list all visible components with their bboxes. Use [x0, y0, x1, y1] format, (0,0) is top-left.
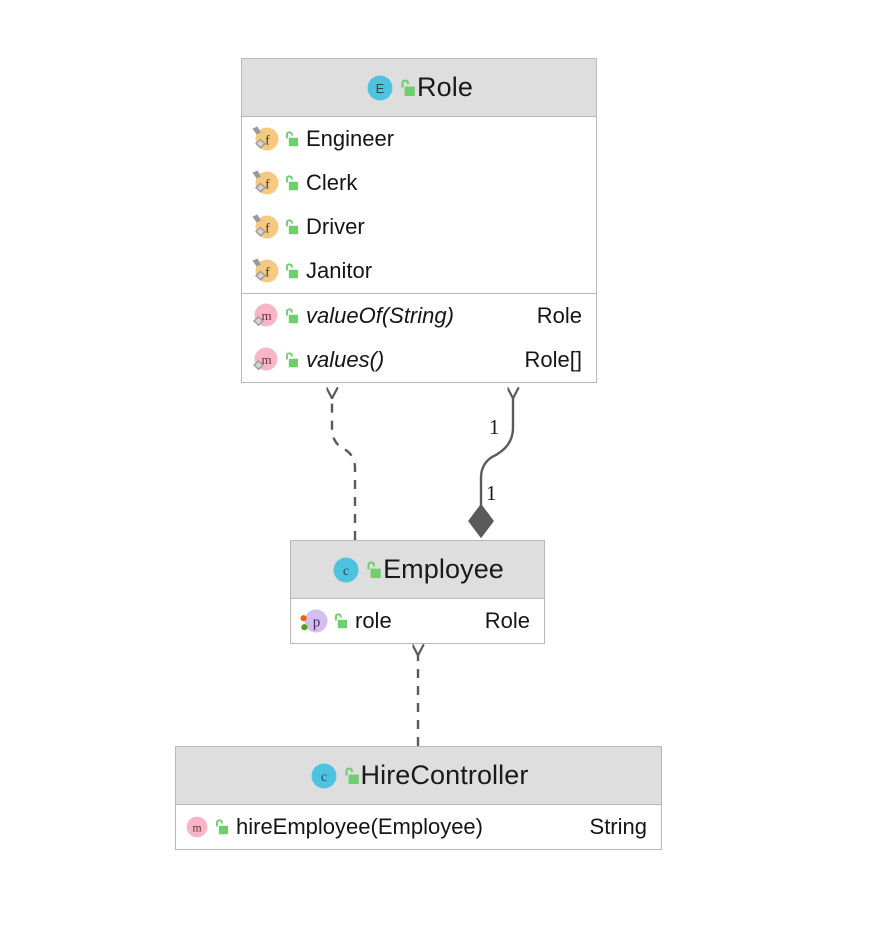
uml-class-employee[interactable]: c Employee p — [290, 540, 545, 644]
class-name-role: Role — [417, 72, 473, 102]
member-type: Role — [484, 608, 530, 633]
uml-class-role[interactable]: E Role f — [241, 58, 597, 383]
svg-text:f: f — [265, 222, 270, 237]
member-name: valueOf(String) — [306, 303, 454, 328]
multiplicity-label-target: 1 — [489, 415, 500, 439]
class-header-role: E Role — [242, 59, 596, 117]
compartment-employee-properties: p role Role — [291, 599, 544, 643]
member-type: String — [589, 814, 647, 839]
compartment-hirecontroller-methods: m hireEmployee(Employee) String — [176, 805, 661, 849]
compartment-role-methods: m valueOf(String) Role — [242, 293, 596, 382]
class-header-hirecontroller: c HireController — [176, 747, 661, 805]
member-name: hireEmployee(Employee) — [236, 814, 483, 839]
uml-class-hirecontroller[interactable]: c HireController m — [175, 746, 662, 850]
connector-employee-depends-on-role — [332, 398, 357, 540]
multiplicity-label-source: 1 — [486, 481, 497, 505]
public-unlock-icon — [282, 262, 300, 280]
svg-text:f: f — [265, 134, 270, 149]
method-icon: m — [184, 814, 210, 840]
svg-text:c: c — [343, 564, 349, 579]
class-icon: c — [309, 761, 339, 791]
property-icon: p — [299, 606, 329, 636]
svg-text:m: m — [192, 821, 201, 834]
svg-text:f: f — [265, 266, 270, 281]
static-method-icon: m — [250, 345, 280, 375]
public-unlock-icon — [282, 130, 300, 148]
static-method-icon: m — [250, 301, 280, 331]
svg-text:f: f — [265, 178, 270, 193]
method-row[interactable]: m valueOf(String) Role — [242, 294, 596, 338]
member-type: Role — [536, 303, 582, 328]
class-name-employee: Employee — [383, 554, 504, 584]
class-name-hirecontroller: HireController — [360, 760, 529, 790]
class-header-employee: c Employee — [291, 541, 544, 599]
connector-employee-composes-role — [468, 398, 513, 539]
static-final-field-icon: f — [250, 256, 280, 286]
enum-constant-row[interactable]: f Driver — [242, 205, 596, 249]
static-final-field-icon: f — [250, 212, 280, 242]
public-unlock-icon — [363, 560, 383, 580]
enum-constant-row[interactable]: f Clerk — [242, 161, 596, 205]
class-icon: c — [331, 555, 361, 585]
member-name: Engineer — [306, 126, 395, 151]
public-unlock-icon — [282, 174, 300, 192]
member-name: Driver — [306, 214, 365, 239]
enum-constant-row[interactable]: f Janitor — [242, 249, 596, 293]
method-row[interactable]: m hireEmployee(Employee) String — [176, 805, 661, 849]
public-unlock-icon — [397, 78, 417, 98]
static-final-field-icon: f — [250, 168, 280, 198]
public-unlock-icon — [282, 218, 300, 236]
composition-diamond — [468, 503, 494, 539]
svg-text:c: c — [320, 770, 326, 785]
member-name: Janitor — [306, 258, 373, 283]
svg-text:m: m — [261, 308, 271, 323]
public-unlock-icon — [341, 766, 361, 786]
enum-icon: E — [365, 73, 395, 103]
public-unlock-icon — [282, 307, 300, 325]
member-type: Role[] — [524, 347, 582, 372]
member-name: values() — [306, 347, 385, 372]
public-unlock-icon — [331, 612, 349, 630]
member-name: Clerk — [306, 170, 358, 195]
compartment-role-constants: f Engineer — [242, 117, 596, 293]
static-final-field-icon: f — [250, 124, 280, 154]
public-unlock-icon — [212, 818, 230, 836]
method-row[interactable]: m values() Role[] — [242, 338, 596, 382]
enum-constant-row[interactable]: f Engineer — [242, 117, 596, 161]
svg-text:p: p — [313, 615, 321, 631]
svg-text:E: E — [376, 81, 385, 96]
public-unlock-icon — [282, 351, 300, 369]
property-row[interactable]: p role Role — [291, 599, 544, 643]
member-name: role — [355, 608, 392, 633]
svg-text:m: m — [261, 352, 271, 367]
